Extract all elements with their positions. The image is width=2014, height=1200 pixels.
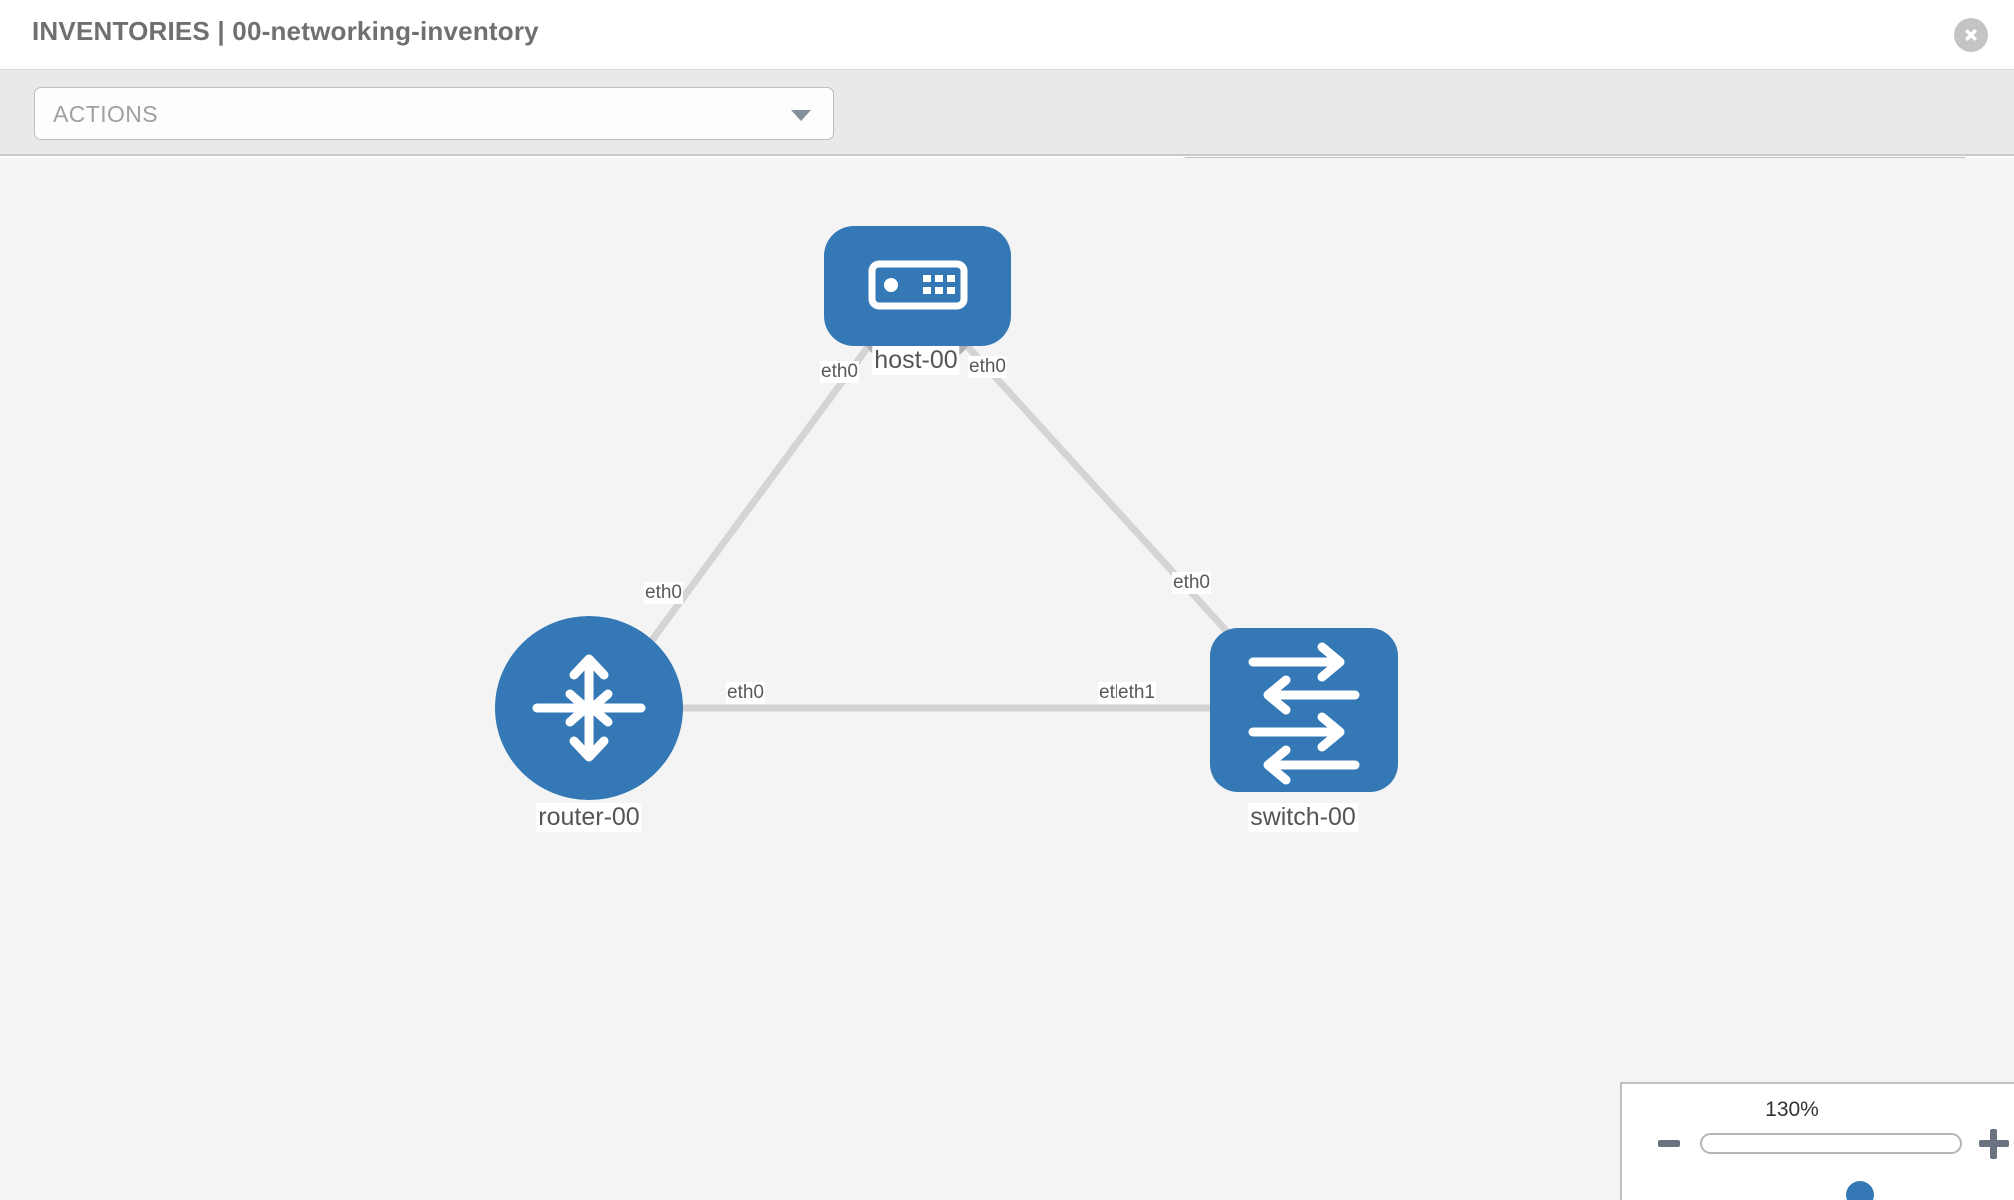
toolbar: ACTIONS SEARCH [0,70,2014,210]
iface-label: eth0 [1172,572,1211,594]
zoom-slider-handle[interactable] [1846,1181,1874,1200]
iface-label: eth0 [726,682,765,704]
node-label-router-00: router-00 [536,803,642,832]
node-label-switch-00: switch-00 [1248,803,1358,832]
server-icon [868,260,968,310]
link-host-switch[interactable] [955,333,1265,673]
topology-canvas[interactable]: eth0 eth0 eth0 eth0 eth0 eth0 eth1 host-… [0,158,2014,1200]
node-switch-00[interactable] [1210,628,1398,792]
zoom-slider-track[interactable] [1700,1133,1962,1200]
iface-label: eth1 [1117,682,1156,704]
page-title: INVENTORIES | 00-networking-inventory [32,16,539,46]
iface-label: eth0 [820,361,859,383]
link-host-router[interactable] [627,333,879,673]
node-host-00[interactable] [824,226,1011,346]
switch-arrows-icon [1248,642,1360,785]
node-router-00[interactable] [495,616,683,800]
router-arrows-icon [532,654,646,762]
plus-icon[interactable] [1979,1129,2009,1159]
title-bar: INVENTORIES | 00-networking-inventory [0,0,2014,70]
zoom-control-panel: 130% [1620,1082,2014,1200]
iface-label: eth0 [968,356,1007,378]
chevron-down-icon [791,110,811,121]
node-label-host-00: host-00 [872,346,960,375]
zoom-level-value: 130% [1765,1098,1819,1121]
topology-graph [495,226,1398,800]
actions-dropdown[interactable]: ACTIONS [34,87,834,140]
iface-label: eth0 [644,582,683,604]
close-icon[interactable] [1954,18,1988,52]
minus-icon[interactable] [1658,1140,1680,1147]
actions-dropdown-label: ACTIONS [53,101,159,127]
